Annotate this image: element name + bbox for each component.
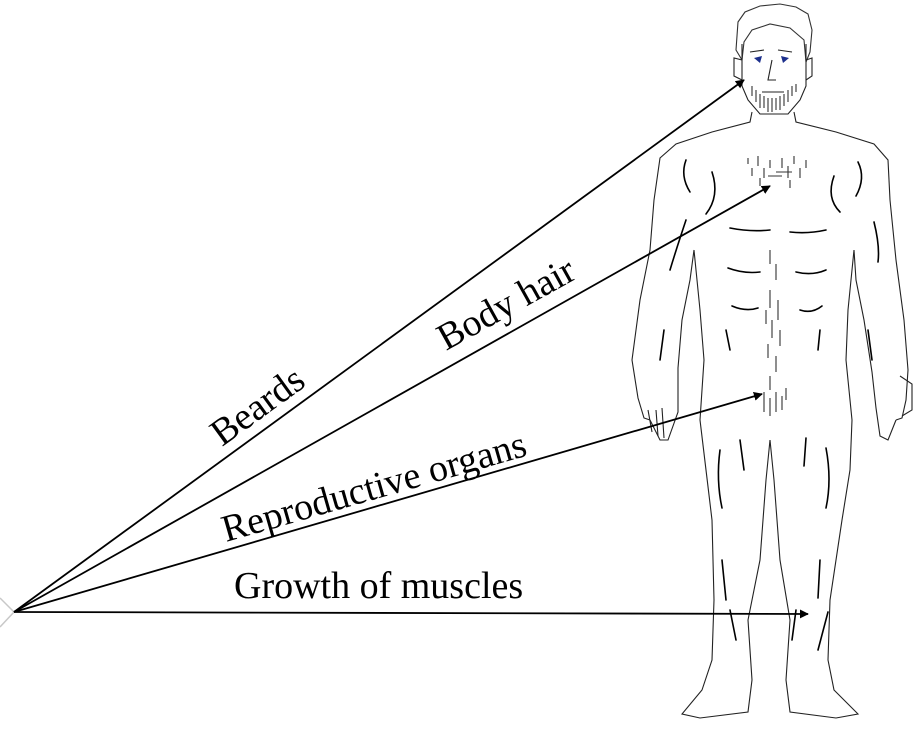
head-hair (736, 4, 812, 62)
muscle-lines (660, 160, 879, 650)
reproductive-organs-label: Reproductive organs (217, 423, 531, 550)
abdominal-hair (764, 250, 786, 416)
growth-of-muscles-label: Growth of muscles (234, 565, 523, 607)
right-eye (781, 56, 789, 63)
arrows (14, 80, 808, 614)
human-figure-illustration (632, 4, 912, 718)
chest-hair (748, 156, 806, 188)
beards-arrow (14, 80, 744, 612)
muscle-growth-arrow (14, 612, 808, 614)
beard-stubble (752, 84, 796, 112)
origin-marker-icon (0, 598, 14, 627)
body-hair-arrow (14, 186, 770, 612)
left-eye (754, 56, 762, 63)
